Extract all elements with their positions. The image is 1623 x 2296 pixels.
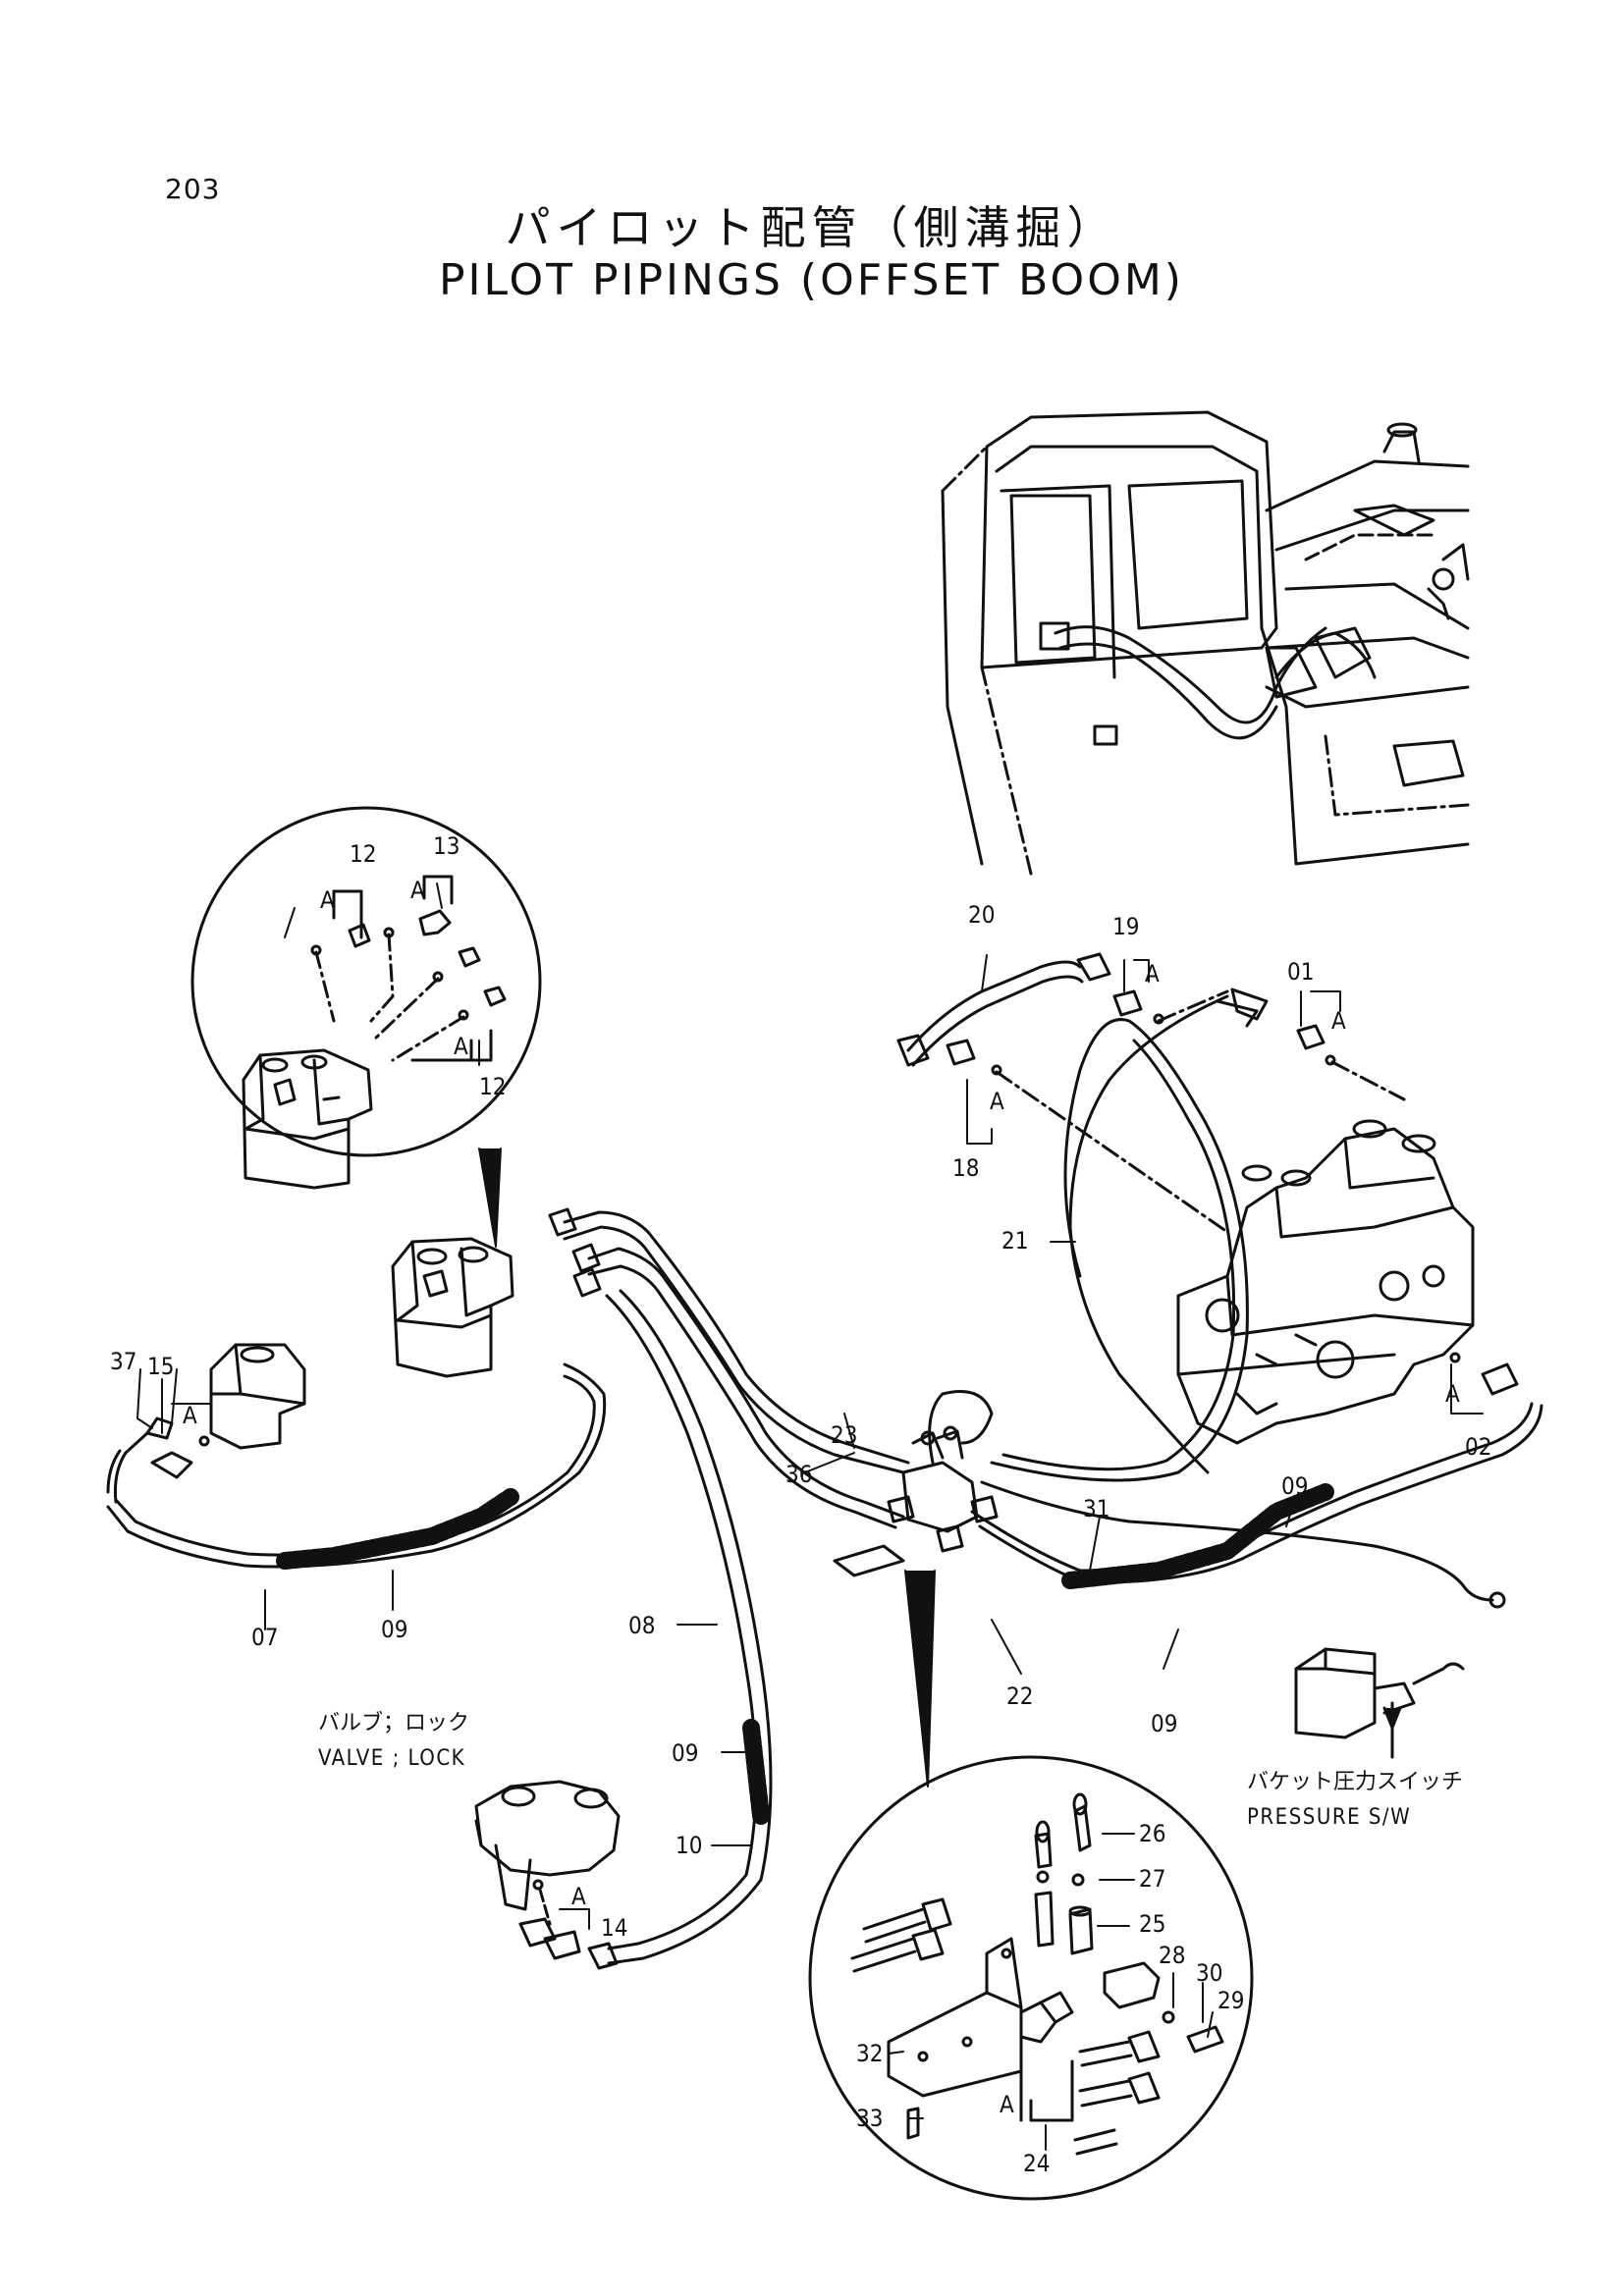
- junction-block: [833, 1390, 999, 1577]
- callout-08: 08: [628, 1612, 655, 1639]
- callout-02: 02: [1465, 1433, 1491, 1461]
- callout-07: 07: [251, 1624, 278, 1651]
- callout-01: 01: [1287, 958, 1314, 986]
- page-number: 203: [165, 173, 221, 205]
- callout-09-bottom: 09: [1151, 1710, 1177, 1737]
- control-valve-assembly: [1176, 1119, 1475, 1445]
- page-title-english: PILOT PIPINGS (OFFSET BOOM): [439, 255, 1184, 305]
- callout-28: 28: [1159, 1942, 1185, 1969]
- callout-36: 36: [785, 1461, 812, 1488]
- callout-a-01: A: [1331, 1007, 1346, 1035]
- callout-12-upper: 12: [350, 840, 376, 868]
- callout-22: 22: [1006, 1682, 1033, 1710]
- callout-14: 14: [601, 1914, 627, 1942]
- callout-27: 27: [1139, 1865, 1165, 1893]
- junction-detail-inset: [808, 1755, 1254, 2201]
- callout-a-inset-left: A: [320, 886, 335, 914]
- callout-33: 33: [856, 2105, 883, 2132]
- callout-18: 18: [952, 1154, 979, 1182]
- callout-30: 30: [1196, 1959, 1222, 1987]
- callout-19: 19: [1112, 913, 1139, 940]
- callout-a-inset-bottom: A: [454, 1033, 468, 1060]
- excavator-cab-illustration: [941, 410, 1470, 876]
- callout-a-18: A: [990, 1088, 1004, 1115]
- callout-a-19: A: [1145, 960, 1160, 988]
- leader-lines: [136, 882, 1484, 2151]
- pressure-switch-label-en: PRESSURE S/W: [1247, 1805, 1411, 1830]
- lock-valve-assembly: [391, 1237, 514, 1378]
- pressure-switch-label-ja: バケット圧力スイッチ: [1247, 1770, 1463, 1794]
- callout-09-center: 09: [672, 1739, 698, 1767]
- left-stop-valve: [106, 1343, 306, 1504]
- callout-20: 20: [968, 901, 995, 929]
- inset-pointer: [478, 1148, 502, 1248]
- callout-09-left: 09: [381, 1616, 407, 1643]
- callout-23: 23: [831, 1421, 857, 1449]
- callout-24: 24: [1023, 2150, 1050, 2177]
- lower-inset-pointer: [904, 1570, 936, 1788]
- callout-31: 31: [1083, 1495, 1109, 1522]
- callout-a-02: A: [1445, 1380, 1460, 1408]
- lock-valve-detail-inset: [190, 806, 542, 1190]
- hose-group-right: [970, 1352, 1543, 1609]
- callout-25: 25: [1139, 1910, 1165, 1938]
- callout-a-inset-right: A: [410, 877, 425, 904]
- callout-32: 32: [856, 2040, 883, 2067]
- callout-a-15: A: [183, 1402, 197, 1429]
- component-labels: バルブ；ロック VALVE ; LOCK バケット圧力スイッチ PRESSURE…: [318, 1711, 1463, 1830]
- callout-21: 21: [1001, 1227, 1028, 1255]
- callout-10: 10: [676, 1832, 702, 1859]
- callout-09-right: 09: [1281, 1472, 1308, 1500]
- valve-lock-label-ja: バルブ；ロック: [318, 1711, 469, 1735]
- callout-13: 13: [433, 832, 460, 860]
- valve-lock-label-en: VALVE ; LOCK: [318, 1746, 465, 1771]
- callout-a-24: A: [1000, 2091, 1014, 2118]
- callout-a-14: A: [571, 1883, 586, 1910]
- callout-15: 15: [147, 1353, 174, 1380]
- pressure-switch: [1294, 1647, 1465, 1759]
- lock-valve-with-lever: [474, 1780, 621, 1970]
- callout-29: 29: [1217, 1987, 1244, 2014]
- part-callouts: 12 13 A A A 12 20 19 A 01 A A 18 21 A 02…: [110, 832, 1491, 2177]
- upper-right-hoses: [896, 952, 1406, 1474]
- callout-12-lower: 12: [479, 1073, 506, 1100]
- callout-26: 26: [1139, 1820, 1165, 1847]
- callout-37: 37: [110, 1348, 136, 1375]
- page-title-japanese: パイロット配管（側溝掘）: [505, 201, 1118, 254]
